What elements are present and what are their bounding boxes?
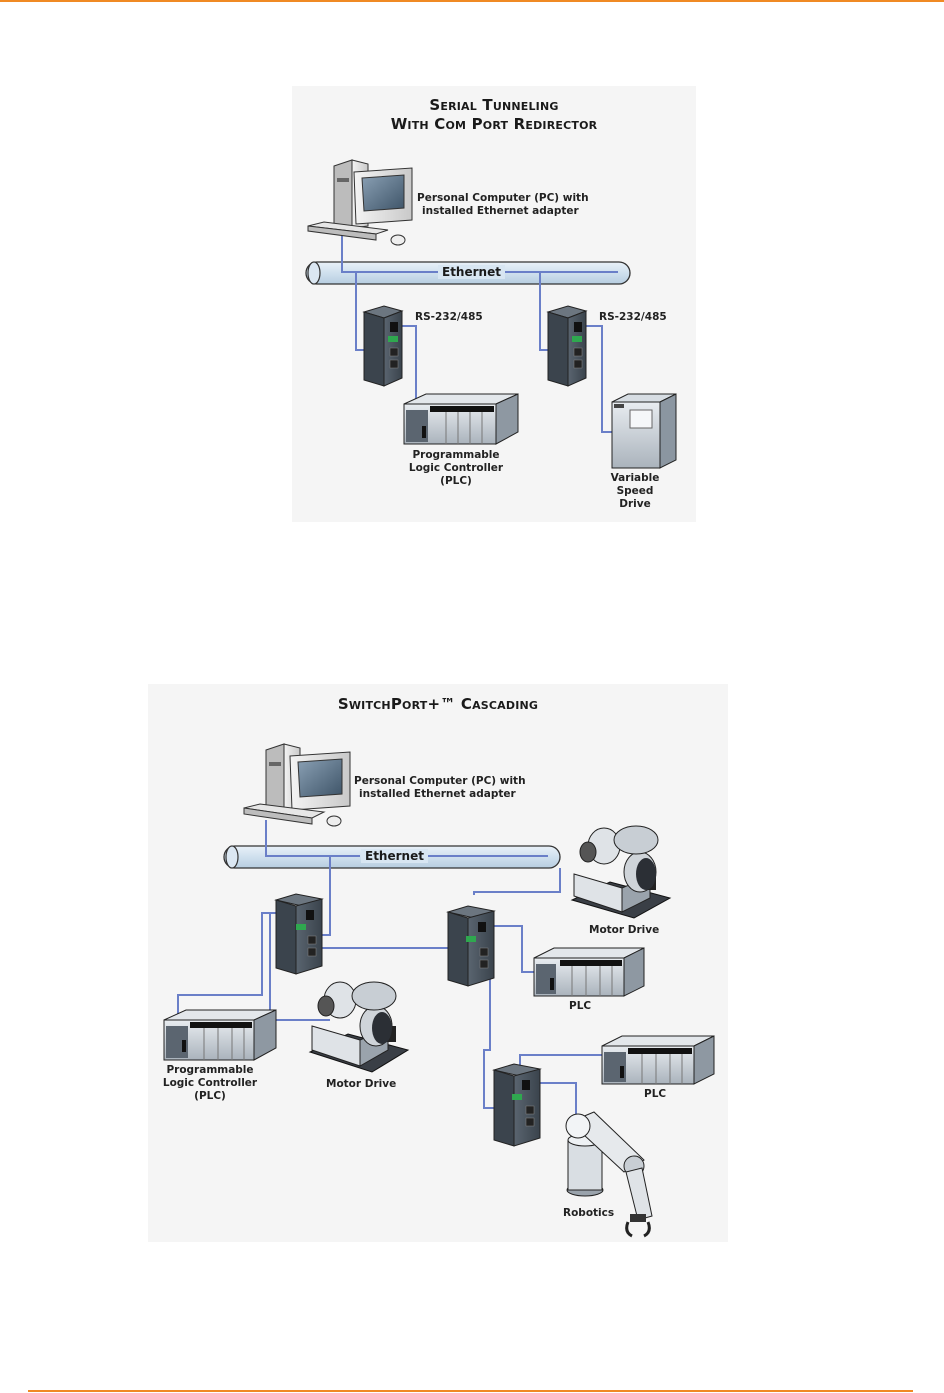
d2-pc-label-line1: Personal Computer (PC) with xyxy=(354,775,526,787)
d2-pc-label-line2: installed Ethernet adapter xyxy=(359,788,516,800)
top-rule xyxy=(0,0,944,2)
d1-ethernet-label: Ethernet xyxy=(438,265,505,279)
bottom-rule xyxy=(28,1390,913,1392)
d2-motor-drive-top-label: Motor Drive xyxy=(589,924,660,936)
d2-pc-icon xyxy=(243,743,351,827)
d2-title: SwitchPort+™ Cascading xyxy=(337,695,539,713)
d2-device-server-c-icon xyxy=(492,1063,542,1147)
d2-pc-label: Personal Computer (PC) with installed Et… xyxy=(354,775,526,801)
d1-title-line1: Serial Tunneling xyxy=(429,96,559,114)
d1-plc-label: Programmable Logic Controller (PLC) xyxy=(400,449,512,488)
d1-variable-speed-drive-icon xyxy=(611,393,677,469)
d2-plc-mid-label: PLC xyxy=(569,1000,592,1012)
d2-plc-left-label-line3: (PLC) xyxy=(194,1090,226,1102)
d1-pc-label-line1: Personal Computer (PC) with xyxy=(417,192,589,204)
d2-ethernet-label: Ethernet xyxy=(361,849,428,863)
d2-plc-mid-icon xyxy=(533,947,645,997)
d2-plc-left-icon xyxy=(163,1009,277,1061)
d1-server2-label: RS-232/485 xyxy=(599,311,667,323)
d1-plc-label-line2: Logic Controller xyxy=(408,462,504,474)
d2-robotics-icon xyxy=(565,1111,653,1238)
d2-device-server-b-icon xyxy=(446,905,496,987)
d1-pc-label: Personal Computer (PC) with installed Et… xyxy=(417,192,589,218)
d2-device-server-a-icon xyxy=(274,893,324,975)
d1-vsd-label-line1: Variable xyxy=(610,472,660,484)
d2-cables xyxy=(177,820,606,1118)
d1-pc-label-line2: installed Ethernet adapter xyxy=(422,205,579,217)
d2-plc-left-label: Programmable Logic Controller (PLC) xyxy=(155,1064,265,1103)
d1-plc-icon xyxy=(403,393,519,445)
d2-plc-left-label-line2: Logic Controller xyxy=(162,1077,258,1089)
d1-device-server-1-icon xyxy=(362,305,404,387)
d1-vsd-label: Variable Speed Drive xyxy=(600,472,670,511)
d2-motor-drive-top-icon xyxy=(570,825,672,919)
d1-plc-label-line1: Programmable xyxy=(412,449,500,461)
d1-device-server-2-icon xyxy=(546,305,588,387)
d2-motor-drive-left-label: Motor Drive xyxy=(326,1078,397,1090)
d2-plc-right-icon xyxy=(601,1035,715,1085)
d2-plc-right-label: PLC xyxy=(644,1088,667,1100)
d1-server1-label: RS-232/485 xyxy=(415,311,483,323)
d1-pc-icon xyxy=(307,159,413,246)
d1-title-line2: With Com Port Redirector xyxy=(390,115,598,133)
d1-vsd-label-line2: Speed xyxy=(616,485,654,497)
d2-plc-left-label-line1: Programmable xyxy=(166,1064,254,1076)
d2-robotics-label: Robotics xyxy=(563,1207,615,1219)
d1-vsd-label-line3: Drive xyxy=(619,498,651,510)
d1-plc-label-line3: (PLC) xyxy=(440,475,472,487)
d2-motor-drive-left-icon xyxy=(308,981,410,1073)
d1-title: Serial Tunneling With Com Port Redirecto… xyxy=(292,96,696,134)
